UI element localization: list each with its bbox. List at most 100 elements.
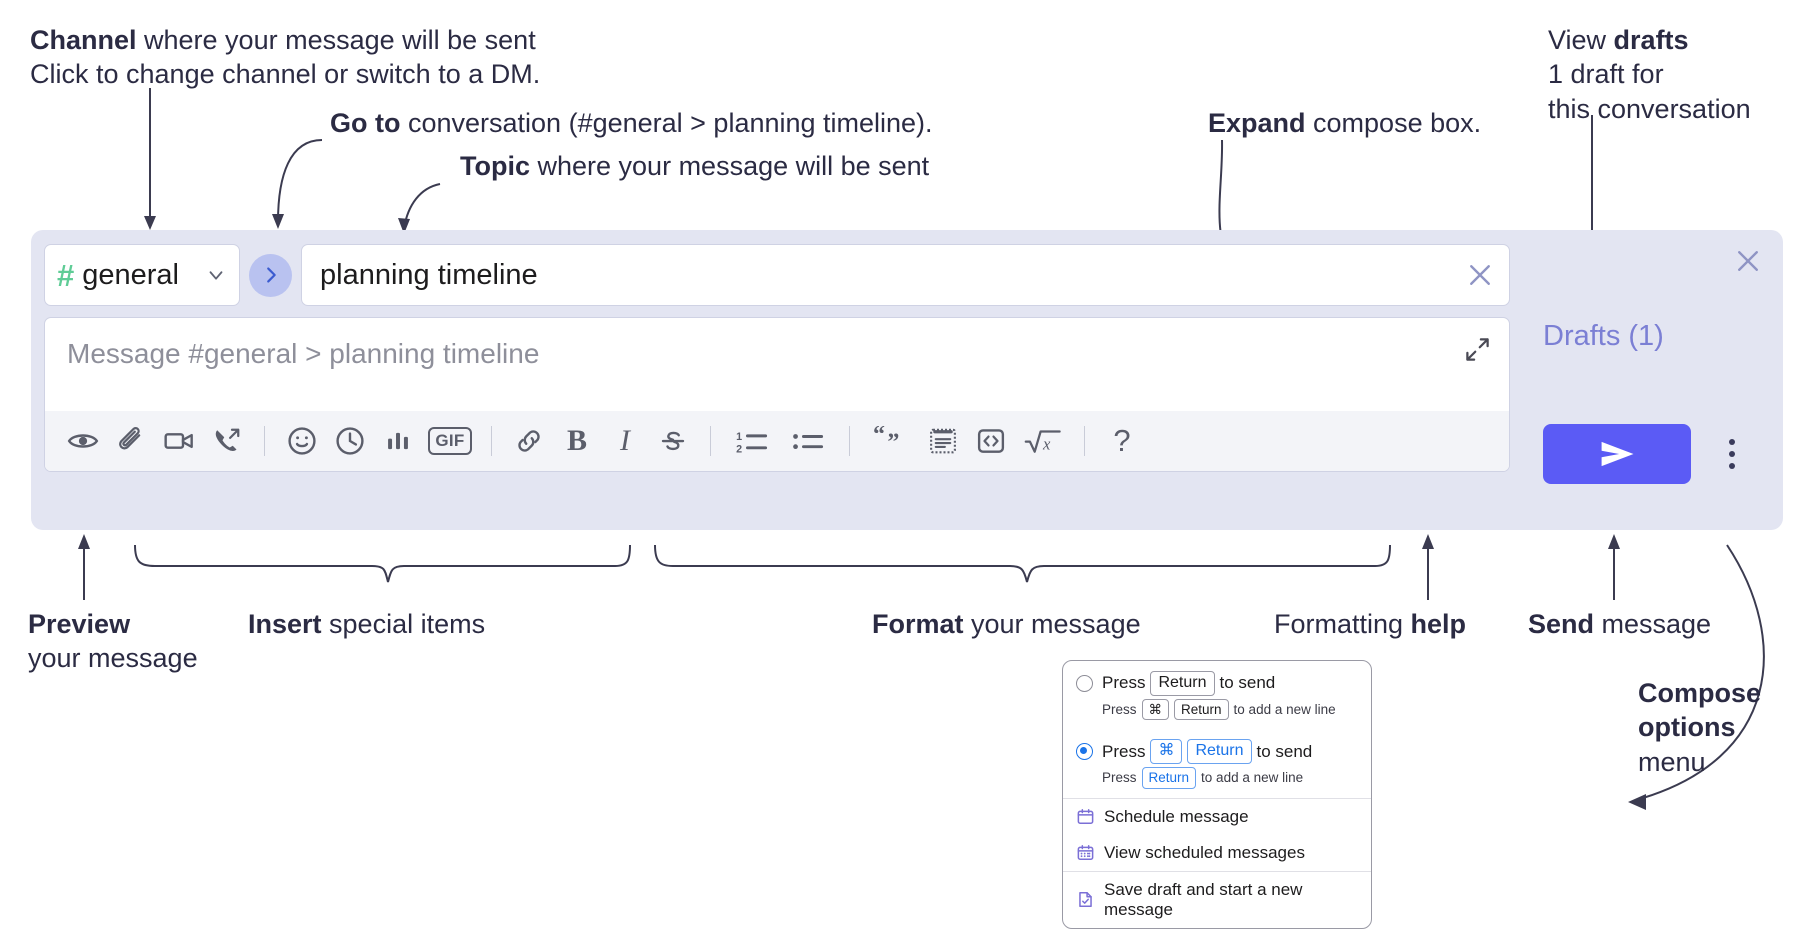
italic-icon[interactable]: I	[601, 417, 649, 465]
gif-label: GIF	[428, 427, 472, 455]
annotation-drafts-lead: View	[1548, 25, 1614, 55]
annotation-compose-options-l1: Compose	[1638, 678, 1762, 708]
send-button[interactable]	[1543, 424, 1691, 484]
phone-forward-icon[interactable]	[203, 417, 251, 465]
annotation-format-rest: your message	[963, 609, 1141, 639]
annotation-goto-bold: Go to	[330, 108, 401, 138]
key-command: ⌘	[1141, 698, 1170, 721]
annotation-channel: Channel where your message will be sent …	[30, 23, 540, 92]
svg-text:”: ”	[887, 429, 899, 455]
annotation-send-bold: Send	[1528, 609, 1595, 639]
code-block-icon[interactable]	[919, 417, 967, 465]
annotation-channel-bold: Channel	[30, 25, 137, 55]
option2-suffix: to send	[1256, 741, 1313, 761]
menu-divider	[1063, 797, 1371, 799]
svg-text:x: x	[1042, 434, 1051, 453]
annotation-preview-bold: Preview	[28, 609, 131, 639]
close-icon[interactable]	[1731, 244, 1765, 278]
bar-chart-icon[interactable]	[374, 417, 422, 465]
menu-item-view-scheduled-messages[interactable]: View scheduled messages	[1063, 835, 1371, 871]
option1-suffix: to send	[1219, 673, 1276, 693]
inline-code-icon[interactable]	[967, 417, 1015, 465]
expand-icon[interactable]	[1464, 336, 1491, 363]
clock-icon[interactable]	[326, 417, 374, 465]
menu-option-cmd-return-to-send[interactable]: Press ⌘ Return to send Press Return to a…	[1063, 729, 1371, 797]
channel-selector[interactable]: # general	[44, 244, 240, 306]
calendar-grid-icon	[1076, 843, 1095, 862]
compose-options-menu: Press Return to send Press ⌘ Return to a…	[1062, 660, 1372, 929]
radio-return-to-send[interactable]	[1076, 674, 1093, 692]
close-icon[interactable]	[1465, 260, 1495, 290]
annotation-help: Formatting help	[1274, 607, 1466, 641]
menu-item-save-draft[interactable]: Save draft and start a new message	[1063, 872, 1371, 928]
toolbar-divider	[491, 426, 492, 456]
message-input[interactable]: Message #general > planning timeline	[45, 318, 1509, 411]
blockquote-icon[interactable]: “ ”	[863, 417, 919, 465]
send-paper-plane-icon	[1595, 437, 1639, 471]
menu-option-return-to-send[interactable]: Press Return to send Press ⌘ Return to a…	[1063, 661, 1371, 729]
annotation-help-bold: help	[1410, 609, 1467, 639]
annotation-insert-rest: special items	[321, 609, 486, 639]
annotation-topic-bold: Topic	[460, 151, 530, 181]
help-icon[interactable]: ?	[1098, 417, 1146, 465]
annotation-drafts-italic1: 1 draft for	[1548, 59, 1664, 90]
bold-label: B	[566, 424, 587, 457]
message-placeholder: Message #general > planning timeline	[67, 338, 540, 369]
annotation-drafts-bold: drafts	[1613, 25, 1689, 55]
option1-sub-prefix: Press	[1102, 702, 1137, 718]
compose-right-column: Drafts (1)	[1527, 230, 1783, 530]
annotation-send-rest: message	[1594, 609, 1712, 639]
option1-prefix: Press	[1102, 673, 1146, 693]
toolbar-divider	[1084, 426, 1085, 456]
option1-subtext: Press ⌘ Return to add a new line	[1063, 696, 1371, 730]
topic-value: planning timeline	[320, 258, 538, 291]
key-return: Return	[1187, 739, 1252, 765]
formatting-toolbar: GIF B I	[45, 411, 1509, 471]
hash-icon: #	[57, 257, 75, 293]
annotation-channel-rest: where your message will be sent	[136, 25, 536, 55]
video-camera-icon[interactable]	[155, 417, 203, 465]
option2-text: Press ⌘ Return to send	[1102, 739, 1313, 765]
menu-divider	[1063, 870, 1371, 872]
toolbar-divider	[849, 426, 850, 456]
emoji-icon[interactable]	[278, 417, 326, 465]
annotation-topic: Topic where your message will be sent	[460, 149, 929, 183]
annotation-compose-options-l2: options	[1638, 712, 1736, 743]
svg-text:“: “	[873, 426, 885, 448]
go-to-conversation-button[interactable]	[249, 253, 292, 297]
annotation-expand-bold: Expand	[1208, 108, 1306, 138]
channel-name: general	[82, 258, 179, 291]
annotation-insert: Insert special items	[248, 607, 485, 641]
paperclip-icon[interactable]	[107, 417, 155, 465]
annotation-expand-rest: compose box.	[1305, 108, 1482, 138]
bulleted-list-icon[interactable]	[780, 417, 836, 465]
strikethrough-icon[interactable]	[649, 417, 697, 465]
annotation-goto-rest: conversation (#general > planning timeli…	[400, 108, 933, 138]
compose-panel: # general planning timeline	[31, 230, 1783, 530]
document-check-icon	[1076, 890, 1095, 909]
topic-input[interactable]: planning timeline	[301, 244, 1510, 306]
annotation-send: Send message	[1528, 607, 1711, 641]
radio-cmd-return-to-send[interactable]	[1076, 743, 1093, 761]
math-icon[interactable]: x	[1015, 417, 1071, 465]
ordered-list-icon[interactable]: 1 2	[724, 417, 780, 465]
annotation-drafts: View drafts 1 draft for this conversatio…	[1548, 23, 1751, 126]
annotation-goto: Go to conversation (#general > planning …	[330, 106, 933, 140]
svg-text:2: 2	[736, 443, 742, 455]
vertical-dots-icon[interactable]	[1715, 426, 1749, 482]
annotation-format: Format your message	[872, 607, 1141, 641]
menu-item-schedule-message[interactable]: Schedule message	[1063, 799, 1371, 835]
key-return: Return	[1141, 767, 1197, 789]
eye-icon[interactable]	[59, 417, 107, 465]
annotation-preview-line2: your message	[28, 643, 198, 674]
compose-destination-row: # general planning timeline	[44, 244, 1510, 306]
link-icon[interactable]	[505, 417, 553, 465]
help-label: ?	[1113, 423, 1131, 458]
gif-icon[interactable]: GIF	[422, 417, 478, 465]
toolbar-divider	[710, 426, 711, 456]
drafts-link[interactable]: Drafts (1)	[1543, 320, 1664, 352]
calendar-clock-icon	[1076, 807, 1095, 826]
annotation-preview: Preview your message	[28, 607, 198, 676]
bold-icon[interactable]: B	[553, 417, 601, 465]
